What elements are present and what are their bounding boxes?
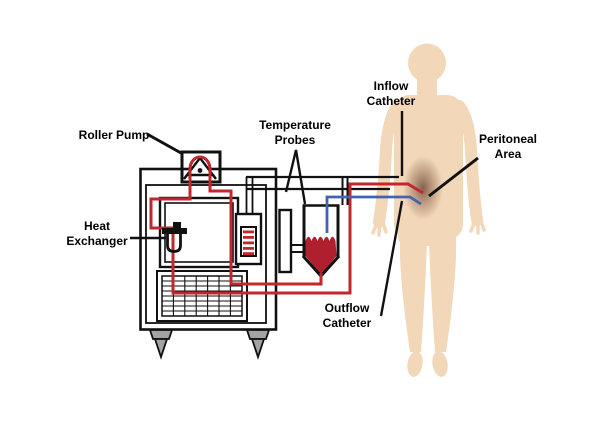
inflow-catheter-label: Inflow Catheter: [366, 79, 416, 108]
patient-body: [371, 43, 486, 377]
roller-pump-label-text: Roller Pump: [78, 128, 150, 142]
reservoir-stand: [278, 208, 303, 274]
left-hand: [371, 218, 388, 237]
perfusate-reservoir: [301, 204, 341, 279]
roller-pump-label: Roller Pump: [79, 128, 150, 143]
temperature-probes-label: Temperature Probes: [259, 118, 331, 147]
probe-heating-element: [243, 230, 254, 255]
reservoir-hanger: [341, 177, 349, 205]
pump-rotor-icon: [184, 156, 216, 177]
right-hand: [469, 216, 486, 235]
roller-pump-pointer-line: [146, 132, 182, 155]
peritoneal-shade: [403, 156, 443, 220]
peritoneal-area-label: Peritoneal Area: [478, 132, 538, 161]
perfusate-liquid: [305, 236, 337, 275]
outflow-catheter-label: Outflow Catheter: [322, 301, 372, 330]
roller-pump: [180, 150, 222, 184]
support-rails: [245, 175, 399, 227]
peritoneal-area-pointer-line: [428, 156, 479, 198]
temperature-probe-unit: [234, 212, 263, 266]
heat-exchanger-icon: [162, 222, 187, 253]
machine-foot-left: [148, 329, 174, 360]
machine-foot-right: [245, 329, 271, 360]
outflow-catheter-pointer-line: [379, 200, 404, 317]
vent-grid: [156, 270, 248, 322]
temperature-probes-pointer-lines: [284, 149, 307, 205]
outflow-tube-blue: [325, 195, 422, 233]
heat-exchanger-label: Heat Exchanger: [66, 219, 128, 248]
pump-axle-dot: [197, 168, 203, 173]
